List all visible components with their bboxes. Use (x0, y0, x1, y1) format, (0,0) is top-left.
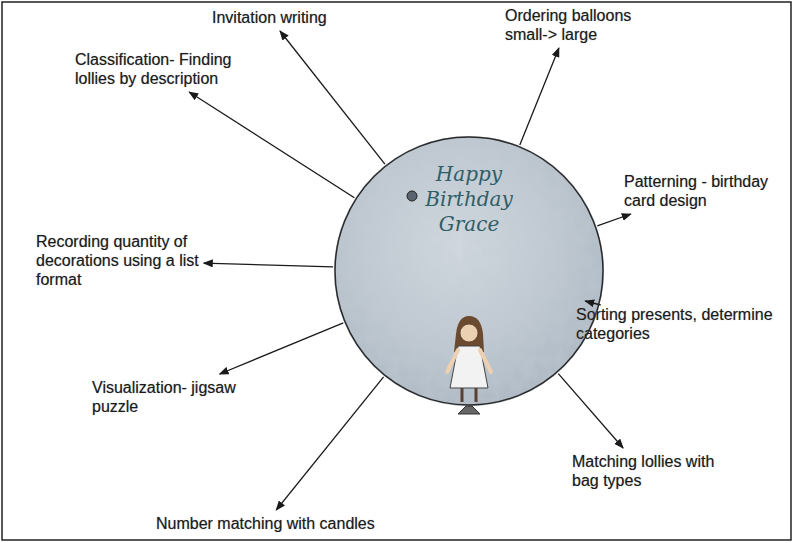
activity-text: Number matching with candles (156, 514, 426, 533)
arrow-connector (204, 263, 333, 267)
activity-label: Sorting presents, determine categories (576, 305, 776, 343)
girl-figure (447, 316, 491, 402)
activity-text: Recording quantity of decorations using … (36, 232, 241, 289)
activity-text: Invitation writing (212, 8, 402, 27)
arrow-connector (558, 374, 623, 448)
activity-text: Patterning - birthday card design (624, 172, 786, 210)
arrow-connector (276, 377, 383, 510)
activity-text: Visualization- jigsaw puzzle (92, 378, 242, 416)
birthday-ball: Happy Birthday Grace (334, 136, 604, 406)
ball-title: Happy Birthday Grace (394, 162, 544, 237)
activity-label: Matching lollies with bag types (572, 452, 744, 490)
activity-label: Invitation writing (212, 8, 402, 27)
activity-text: Matching lollies with bag types (572, 452, 744, 490)
arrow-connector (520, 48, 559, 145)
activity-label: Recording quantity of decorations using … (36, 232, 241, 289)
stand (458, 406, 480, 414)
activity-label: Number matching with candles (156, 514, 426, 533)
arrow-connector (220, 323, 344, 374)
activity-label: Patterning - birthday card design (624, 172, 786, 210)
activity-label: Visualization- jigsaw puzzle (92, 378, 242, 416)
activity-label: Classification- Finding lollies by descr… (75, 50, 255, 88)
activity-text: Sorting presents, determine categories (576, 305, 776, 343)
arrow-connector (597, 214, 631, 226)
arrow-connector (280, 31, 385, 164)
ball-fill (334, 136, 604, 406)
activity-text: Classification- Finding lollies by descr… (75, 50, 255, 88)
activity-label: Ordering balloons small-> large (505, 6, 675, 44)
ball-texture (334, 136, 604, 406)
activity-text: Ordering balloons small-> large (505, 6, 675, 44)
arrow-connector (189, 92, 354, 198)
dot-decoration (407, 191, 417, 201)
